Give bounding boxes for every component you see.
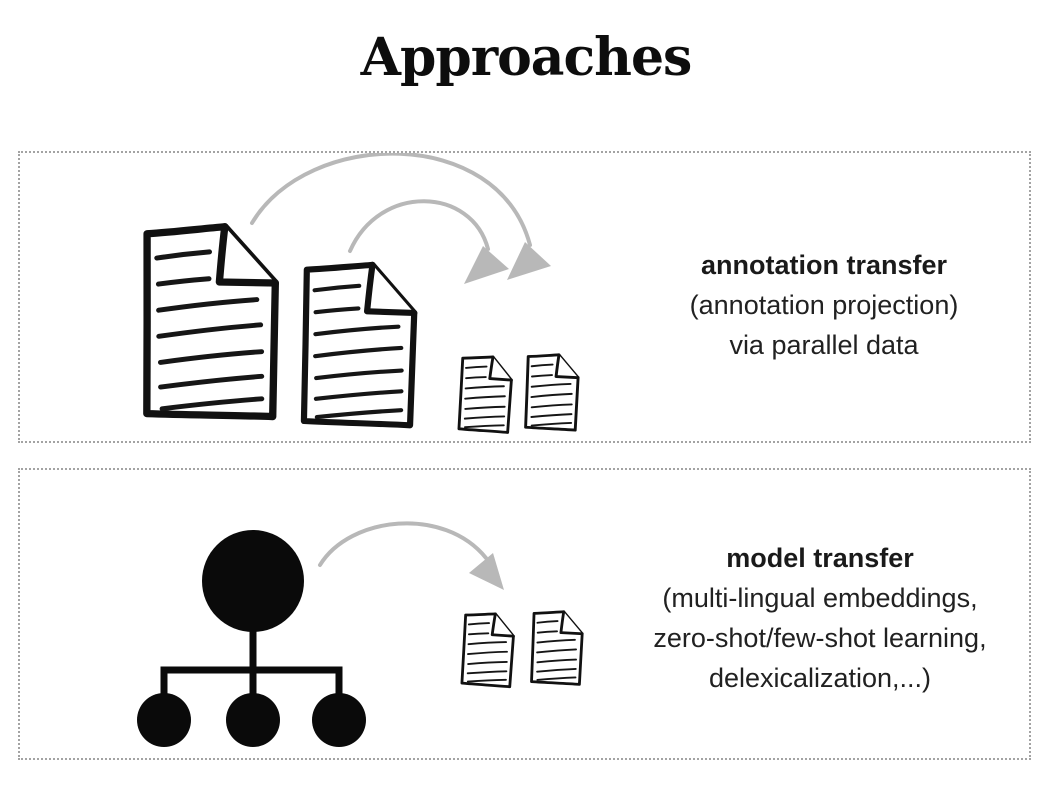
small-document-icon [524,353,580,432]
caption-heading: model transfer [726,543,914,573]
curved-arrow-icon [250,153,551,280]
model-transfer-caption: model transfer (multi-lingual embeddings… [596,538,1044,698]
caption-line: (annotation projection) [689,290,959,320]
caption-heading: annotation transfer [700,250,948,280]
annotation-transfer-illustration [20,153,580,434]
panel-model-transfer: model transfer (multi-lingual embeddings… [18,468,1031,760]
large-document-icon [140,225,280,421]
caption-line: zero-shot/few-shot learning, [653,623,987,653]
large-document-icon [301,264,416,427]
small-document-icon [530,610,584,686]
slide-title: Approaches [360,27,693,88]
annotation-transfer-caption: annotation transfer (annotation projecti… [600,245,1048,365]
model-transfer-illustration [137,521,584,747]
small-document-icon [460,611,516,689]
caption-line: (multi-lingual embeddings, [662,583,978,613]
tree-diagram-icon [137,530,366,747]
caption-line: via parallel data [729,330,919,360]
panel-annotation-transfer: annotation transfer (annotation projecti… [18,151,1031,443]
caption-line: delexicalization,...) [708,663,932,693]
small-document-icon [457,354,514,434]
curved-arrow-icon [318,521,504,590]
curved-arrow-icon [348,199,509,284]
